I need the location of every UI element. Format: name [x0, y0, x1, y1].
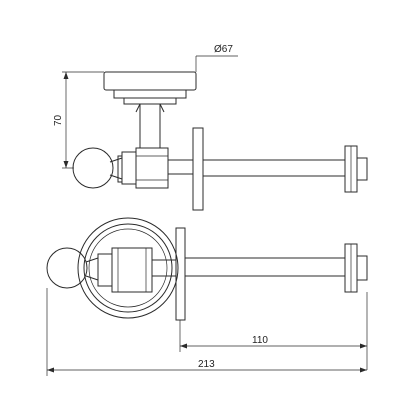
side-ball-knob — [72, 147, 114, 189]
rosette-base-ring — [113, 89, 187, 99]
overall-width-label: 213 — [198, 359, 215, 370]
rosette-step — [123, 97, 177, 105]
front-rosette-inner — [83, 223, 173, 313]
side-backplate — [192, 127, 204, 211]
front-rosette-outer — [77, 217, 179, 319]
front-view: 110 213 — [46, 217, 368, 376]
side-view: Ø67 70 — [53, 44, 368, 211]
wall-rosette — [103, 71, 197, 91]
diameter-label: Ø67 — [214, 44, 233, 55]
front-backplate — [175, 227, 186, 321]
side-collar — [135, 147, 169, 189]
height-label: 70 — [53, 114, 64, 126]
front-ball-knob — [46, 247, 88, 289]
stem-flare — [135, 103, 165, 113]
projection-label: 110 — [252, 335, 268, 346]
